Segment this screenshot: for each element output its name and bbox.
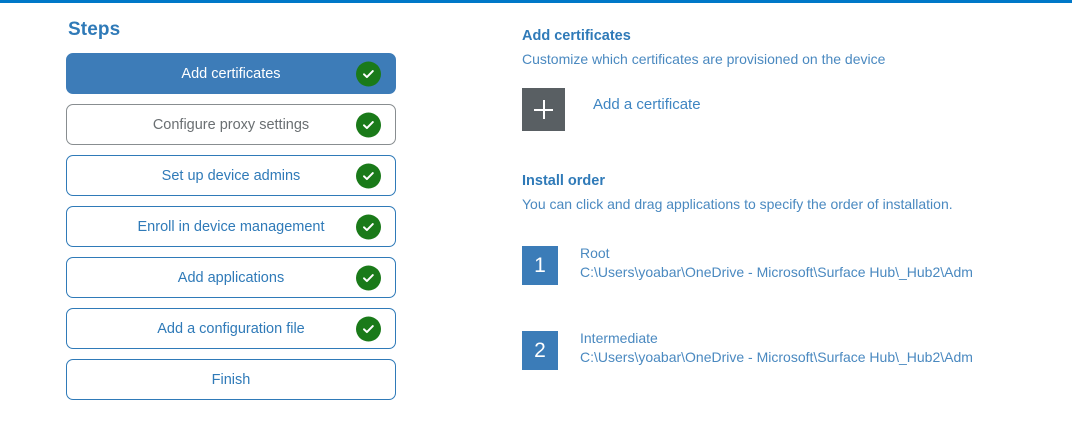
install-item-path: C:\Users\yoabar\OneDrive - Microsoft\Sur…: [580, 264, 973, 280]
step-label: Finish: [211, 371, 251, 388]
install-order-section: Install order You can click and drag app…: [522, 172, 1062, 370]
step-label: Set up device admins: [161, 167, 301, 184]
step-item-add-certificates[interactable]: Add certificates: [66, 53, 396, 94]
step-label: Add a configuration file: [157, 320, 305, 337]
add-certificates-heading: Add certificates: [522, 28, 631, 44]
steps-title: Steps: [68, 19, 121, 40]
add-certificates-subtitle: Customize which certificates are provisi…: [522, 51, 886, 67]
step-item-configure-proxy-settings[interactable]: Configure proxy settings: [66, 104, 396, 145]
install-order-list: 1 Root C:\Users\yoabar\OneDrive - Micros…: [522, 244, 1062, 370]
page-body: Steps Add certificates Configure proxy s…: [0, 3, 1072, 443]
add-certificates-section: Add certificates Customize which certifi…: [522, 27, 1062, 131]
check-icon: [356, 112, 381, 137]
check-icon: [356, 214, 381, 239]
check-icon: [356, 316, 381, 341]
step-item-finish[interactable]: Finish: [66, 359, 396, 400]
list-item[interactable]: 1 Root C:\Users\yoabar\OneDrive - Micros…: [522, 244, 1062, 285]
step-item-set-up-device-admins[interactable]: Set up device admins: [66, 155, 396, 196]
install-item-name: Intermediate: [580, 330, 658, 346]
add-a-certificate-label: Add a certificate: [593, 96, 701, 113]
list-item[interactable]: 2 Intermediate C:\Users\yoabar\OneDrive …: [522, 329, 1062, 370]
content-panel: Add certificates Customize which certifi…: [522, 27, 1062, 416]
check-icon: [356, 265, 381, 290]
steps-panel: Steps Add certificates Configure proxy s…: [66, 19, 398, 410]
install-item-name: Root: [580, 245, 610, 261]
check-icon: [356, 61, 381, 86]
install-order-subtitle: You can click and drag applications to s…: [522, 196, 953, 212]
step-label: Add certificates: [181, 65, 281, 82]
step-item-add-a-configuration-file[interactable]: Add a configuration file: [66, 308, 396, 349]
check-icon: [356, 163, 381, 188]
top-accent-bar: [0, 0, 1072, 3]
step-label: Enroll in device management: [137, 218, 325, 235]
step-item-add-applications[interactable]: Add applications: [66, 257, 396, 298]
install-item-text: Root C:\Users\yoabar\OneDrive - Microsof…: [580, 244, 1010, 282]
add-a-certificate-button[interactable]: Add a certificate: [522, 88, 701, 131]
step-item-enroll-in-device-management[interactable]: Enroll in device management: [66, 206, 396, 247]
install-order-heading: Install order: [522, 173, 605, 189]
install-order-number: 1: [522, 246, 558, 285]
step-label: Configure proxy settings: [152, 116, 310, 133]
install-item-text: Intermediate C:\Users\yoabar\OneDrive - …: [580, 329, 1010, 367]
plus-icon: [522, 88, 565, 131]
step-label: Add applications: [177, 269, 285, 286]
install-item-path: C:\Users\yoabar\OneDrive - Microsoft\Sur…: [580, 349, 973, 365]
install-order-number: 2: [522, 331, 558, 370]
